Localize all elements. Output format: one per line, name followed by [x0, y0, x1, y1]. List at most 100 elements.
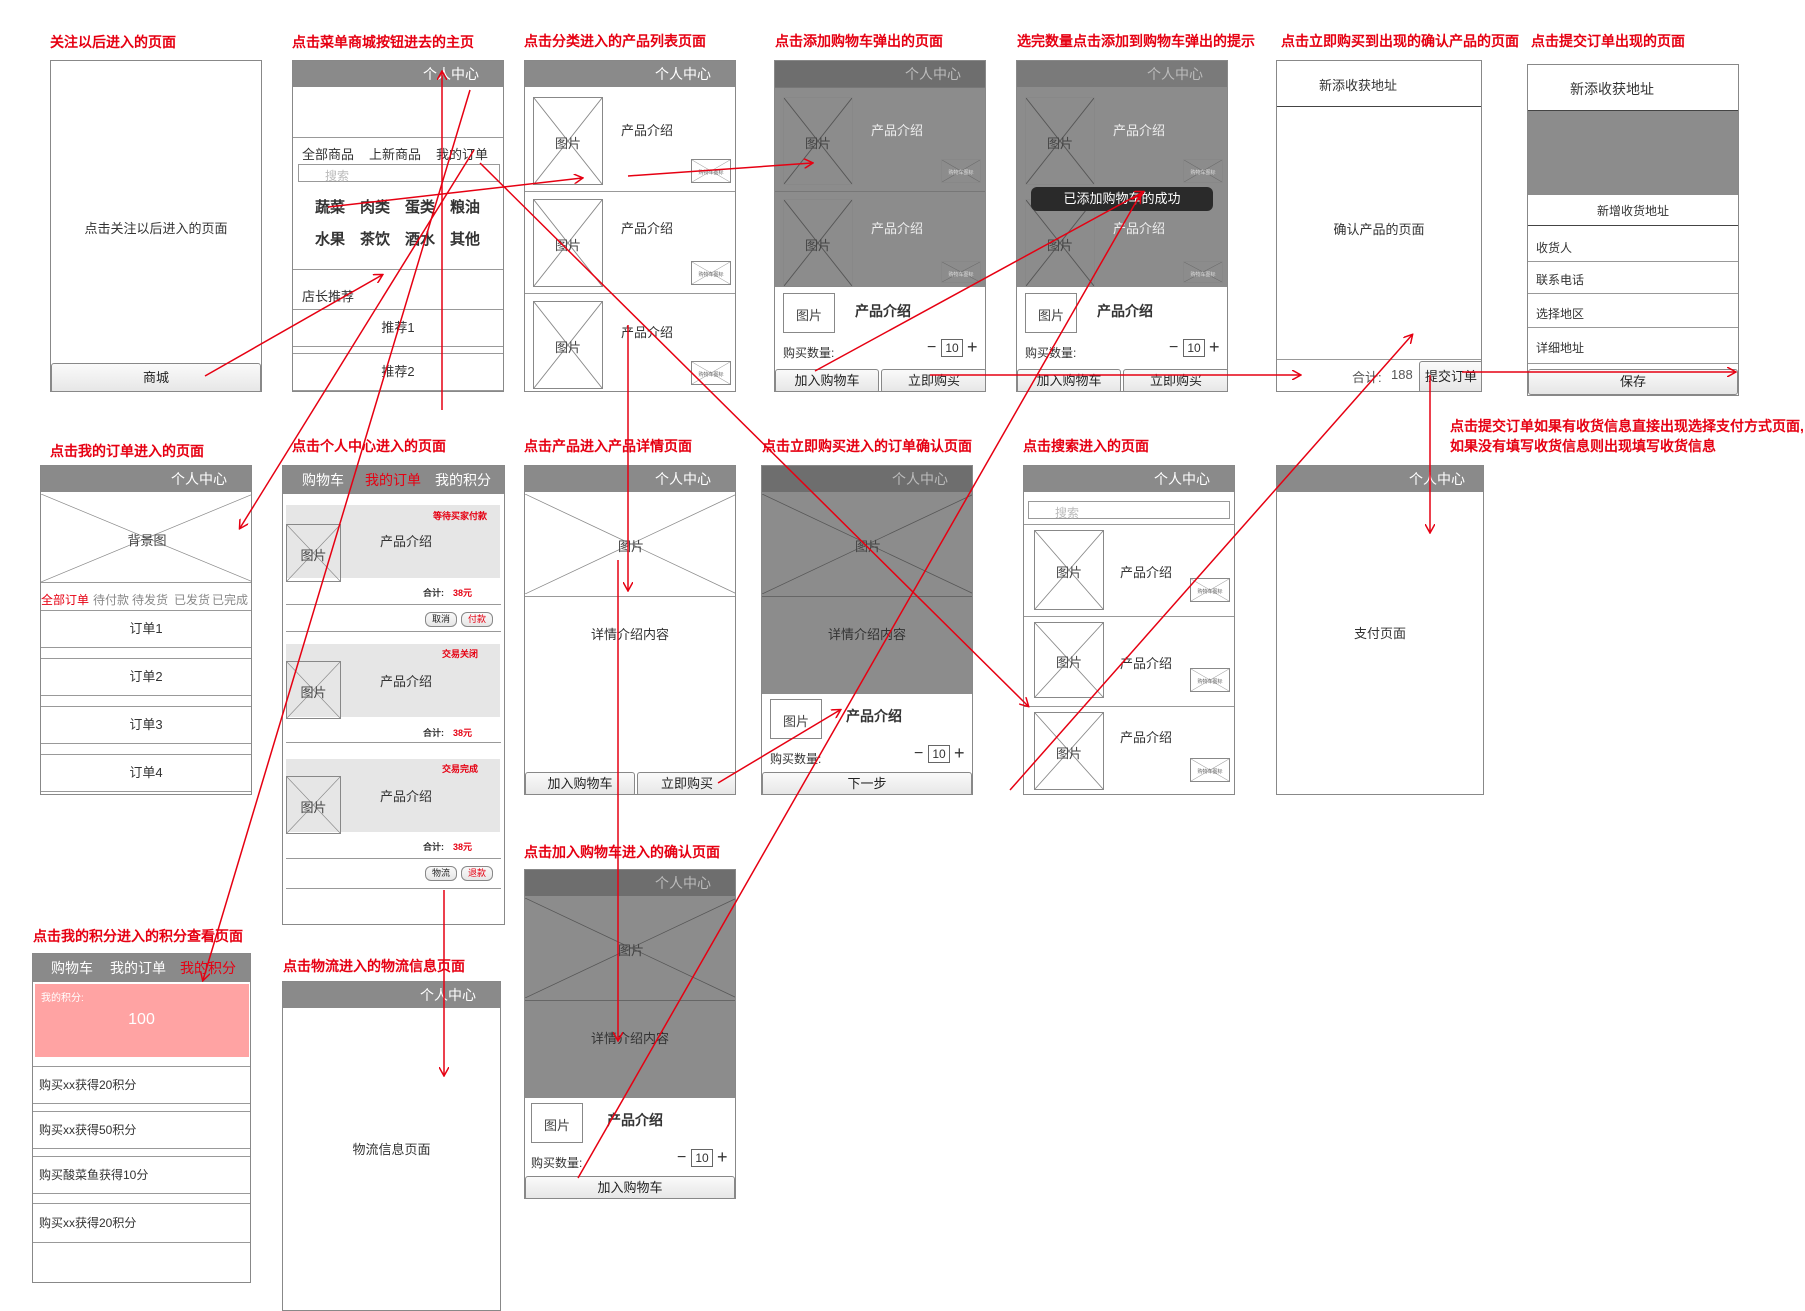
screen-confirm-product: 新添收获地址 确认产品的页面 合计: 188 提交订单	[1276, 60, 1482, 392]
cart-icon[interactable]: 购物车图标	[691, 361, 731, 385]
cart-icon: 购物车图标	[1183, 261, 1223, 283]
header-user-center[interactable]: 个人中心	[525, 61, 735, 87]
product-image[interactable]: 图片	[1034, 530, 1104, 610]
plus-icon[interactable]: +	[1209, 337, 1220, 357]
header-user-center[interactable]: 个人中心	[283, 982, 500, 1008]
pay-button[interactable]: 付款	[461, 612, 493, 627]
field-phone[interactable]: 联系电话	[1536, 273, 1585, 287]
minus-icon[interactable]: −	[1169, 339, 1179, 356]
submit-order-button[interactable]: 提交订单	[1419, 361, 1481, 391]
buy-now-button[interactable]: 立即购买	[1123, 369, 1227, 391]
cat-vegetable[interactable]: 蔬菜	[315, 199, 346, 216]
header-user-center[interactable]: 个人中心	[1024, 466, 1234, 492]
tab-my-points[interactable]: 我的积分	[435, 472, 491, 488]
header-user-center[interactable]: 个人中心	[1277, 466, 1483, 492]
points-record: 购买酸菜鱼获得10分	[33, 1156, 250, 1194]
product-intro[interactable]: 产品介绍	[621, 123, 674, 138]
cat-tea-drink[interactable]: 茶饮	[360, 231, 391, 248]
product-thumb: 图片	[770, 699, 822, 739]
nav-new-products[interactable]: 上新商品	[369, 147, 422, 162]
qty-input[interactable]: 10	[941, 339, 963, 357]
search-input[interactable]: 搜索	[298, 164, 500, 183]
product-image: 图片	[286, 661, 341, 719]
product-intro[interactable]: 产品介绍	[1120, 565, 1173, 580]
cart-icon[interactable]: 购物车图标	[1190, 758, 1230, 782]
tab-pending-payment[interactable]: 待付款	[93, 593, 130, 607]
cart-icon: 购物车图标	[941, 261, 981, 283]
cat-other[interactable]: 其他	[450, 231, 481, 248]
order-item-2[interactable]: 订单2	[41, 658, 251, 696]
tab-shipped[interactable]: 已发货	[174, 593, 211, 607]
qty-input[interactable]: 10	[1183, 339, 1205, 357]
cat-meat[interactable]: 肉类	[360, 199, 391, 216]
field-receiver[interactable]: 收货人	[1536, 241, 1573, 255]
minus-icon[interactable]: −	[677, 1149, 687, 1166]
qty-input[interactable]: 10	[691, 1149, 713, 1167]
cart-icon[interactable]: 购物车图标	[691, 261, 731, 285]
plus-icon[interactable]: +	[717, 1147, 728, 1167]
minus-icon[interactable]: −	[927, 339, 937, 356]
order-item-4[interactable]: 订单4	[41, 754, 251, 792]
field-detail-address[interactable]: 详细地址	[1536, 341, 1585, 355]
cancel-button[interactable]: 取消	[425, 612, 457, 627]
points-record: 购买xx获得20积分	[33, 1066, 250, 1104]
tab-cart[interactable]: 购物车	[51, 960, 93, 976]
tab-my-points[interactable]: 我的积分	[180, 960, 236, 976]
search-input[interactable]: 搜索	[1028, 501, 1230, 520]
cart-icon[interactable]: 购物车图标	[1190, 578, 1230, 602]
product-image[interactable]: 图片	[533, 97, 603, 185]
caption-points: 点击我的积分进入的积分查看页面	[33, 928, 243, 944]
order-item-3[interactable]: 订单3	[41, 706, 251, 744]
cart-icon: 购物车图标	[941, 159, 981, 183]
header-user-center[interactable]: 个人中心	[525, 466, 735, 492]
tab-my-orders[interactable]: 我的订单	[110, 960, 166, 976]
field-region[interactable]: 选择地区	[1536, 307, 1585, 321]
logistics-button[interactable]: 物流	[425, 866, 457, 881]
product-intro[interactable]: 产品介绍	[1120, 730, 1173, 745]
add-cart-button[interactable]: 加入购物车	[1017, 369, 1121, 391]
add-cart-button[interactable]: 加入购物车	[525, 772, 635, 794]
header-user-center[interactable]: 个人中心	[293, 61, 503, 87]
product-image[interactable]: 图片	[533, 301, 603, 389]
nav-all-products[interactable]: 全部商品	[302, 147, 355, 162]
cart-icon[interactable]: 购物车图标	[1190, 668, 1230, 692]
header-user-center[interactable]: 个人中心	[41, 466, 251, 492]
cat-grain-oil[interactable]: 粮油	[450, 199, 481, 216]
plus-icon[interactable]: +	[954, 743, 965, 763]
product-intro[interactable]: 产品介绍	[621, 221, 674, 236]
tab-all-orders[interactable]: 全部订单	[41, 593, 90, 607]
order-item-1[interactable]: 订单1	[41, 610, 251, 648]
recommend-item-1[interactable]: 推荐1	[293, 309, 503, 347]
nav-my-orders[interactable]: 我的订单	[436, 147, 489, 162]
add-cart-button[interactable]: 加入购物车	[525, 1176, 735, 1198]
add-cart-button[interactable]: 加入购物车	[775, 369, 879, 391]
product-image[interactable]: 图片	[1034, 622, 1104, 698]
product-intro[interactable]: 产品介绍	[1120, 656, 1173, 671]
points-tabs: 购物车 我的订单 我的积分	[33, 954, 250, 982]
next-button[interactable]: 下一步	[762, 772, 972, 794]
save-button[interactable]: 保存	[1528, 369, 1738, 395]
buy-now-button[interactable]: 立即购买	[881, 369, 985, 391]
plus-icon[interactable]: +	[967, 337, 978, 357]
address-title[interactable]: 新添收获地址	[1319, 78, 1398, 93]
buy-now-button[interactable]: 立即购买	[637, 772, 735, 794]
product-image[interactable]: 图片	[1034, 712, 1104, 790]
cart-icon[interactable]: 购物车图标	[691, 159, 731, 183]
cart-icon: 购物车图标	[1183, 159, 1223, 183]
mall-button[interactable]: 商城	[51, 363, 261, 391]
product-intro[interactable]: 产品介绍	[621, 325, 674, 340]
order-status: 交易完成	[442, 764, 479, 774]
detail-image: 图片	[525, 494, 735, 594]
tab-my-orders[interactable]: 我的订单	[365, 472, 421, 488]
tab-cart[interactable]: 购物车	[302, 472, 344, 488]
cat-liquor[interactable]: 酒水	[405, 231, 436, 248]
product-image[interactable]: 图片	[533, 199, 603, 287]
recommend-item-2[interactable]: 推荐2	[293, 353, 503, 391]
tab-completed[interactable]: 已完成	[212, 593, 249, 607]
cat-fruit[interactable]: 水果	[315, 231, 346, 248]
cat-egg[interactable]: 蛋类	[405, 199, 436, 216]
qty-input[interactable]: 10	[928, 745, 950, 763]
tab-pending-shipment[interactable]: 待发货	[132, 593, 169, 607]
refund-button[interactable]: 退款	[461, 866, 493, 881]
minus-icon[interactable]: −	[914, 745, 924, 762]
